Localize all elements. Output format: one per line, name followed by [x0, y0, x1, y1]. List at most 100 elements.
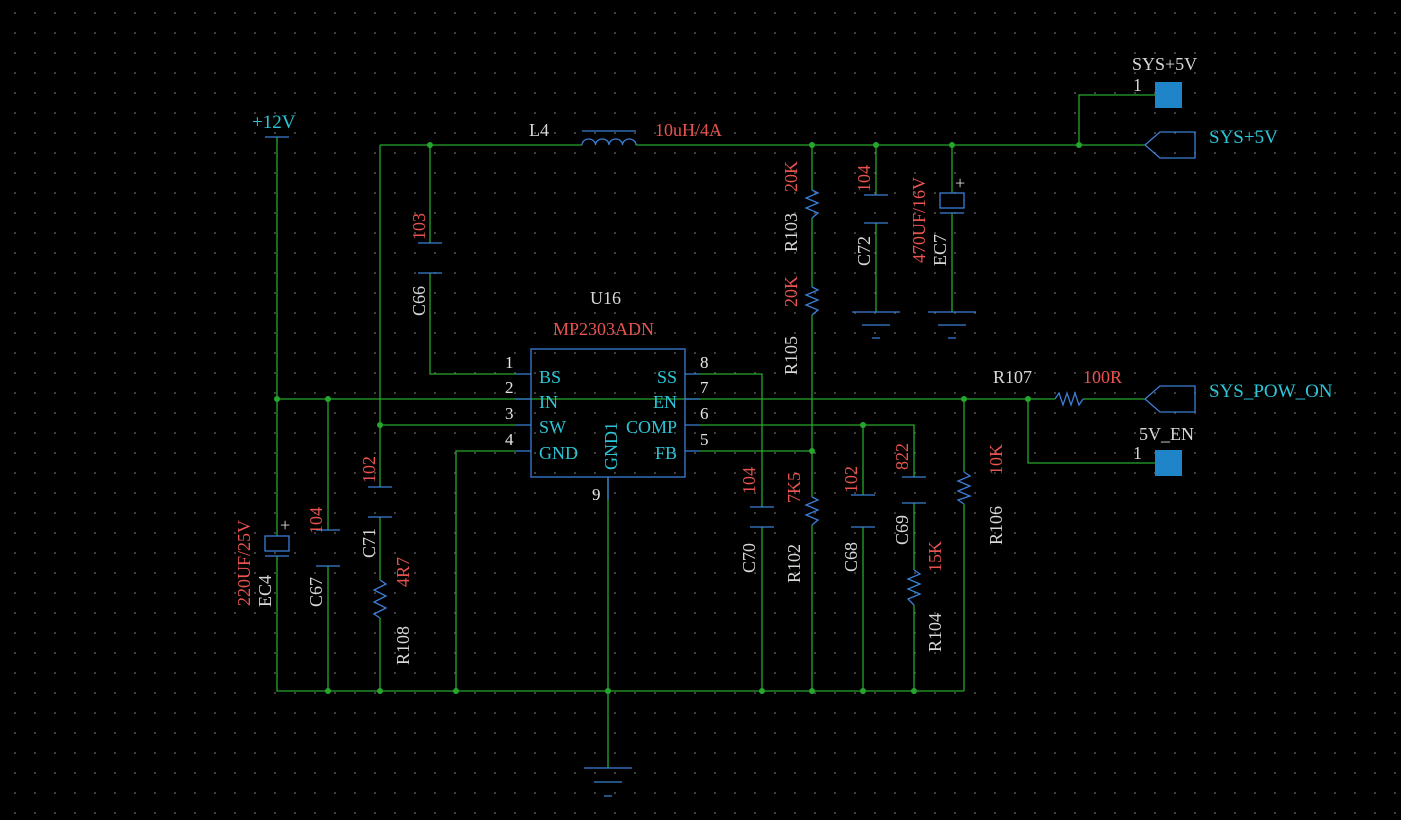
c67-designator: C67 [306, 577, 326, 607]
ic-pin8-number: 8 [700, 353, 709, 372]
ground-symbol-c72 [852, 311, 900, 339]
r102-designator: R102 [784, 544, 804, 583]
ec7-designator: EC7 [930, 234, 950, 266]
ic-pin8-name: SS [657, 367, 677, 387]
ic-pin1-name: BS [539, 367, 561, 387]
ic-pin9-number: 9 [592, 485, 601, 504]
ec7-plus: + [955, 173, 965, 193]
ic-pin3-name: SW [539, 417, 566, 437]
net-label-sys5v: SYS+5V [1209, 127, 1278, 148]
c70-value: 104 [739, 467, 759, 494]
r104-designator: R104 [925, 613, 945, 652]
c70-designator: C70 [739, 543, 759, 573]
r108-value: 4R7 [393, 557, 413, 587]
ic-u16-designator: U16 [590, 288, 621, 308]
ic-pin5-number: 5 [700, 430, 709, 449]
ic-pin2-number: 2 [505, 378, 514, 397]
ic-pin5-name: FB [655, 443, 677, 463]
resistor-r103[interactable] [804, 189, 820, 219]
capacitor-c71[interactable] [368, 486, 392, 518]
ic-pin4-number: 4 [505, 430, 514, 449]
capacitor-c69[interactable] [902, 476, 926, 504]
resistor-r107[interactable] [1054, 390, 1084, 408]
c72-value: 104 [854, 165, 874, 192]
r103-value: 20K [781, 161, 801, 192]
capacitor-c70[interactable] [750, 506, 774, 528]
r108-designator: R108 [393, 626, 413, 665]
header-sys5v-pin: 1 [1133, 75, 1142, 95]
r107-value: 100R [1083, 367, 1122, 387]
r106-value: 10K [986, 444, 1006, 475]
r105-designator: R105 [781, 336, 801, 375]
ic-pin9-name: GND1 [601, 422, 621, 470]
wire-12v-rail [276, 137, 1145, 536]
header-pad-sys5v[interactable] [1155, 82, 1182, 108]
header-sys5v-label: SYS+5V [1132, 54, 1197, 74]
ic-pin7-name: EN [653, 392, 677, 412]
l4-value: 10uH/4A [655, 120, 722, 140]
ec4-designator: EC4 [255, 575, 275, 607]
net-label-sys-pow-on: SYS_POW_ON [1209, 381, 1333, 402]
resistor-r105[interactable] [804, 286, 820, 316]
ic-pin3-number: 3 [505, 404, 514, 423]
ec4-plus: + [280, 515, 290, 535]
resistor-r108[interactable] [372, 579, 388, 619]
wires [276, 94, 1155, 768]
c68-designator: C68 [841, 542, 861, 572]
ground-symbol-ec7 [928, 311, 976, 339]
resistor-r104[interactable] [906, 569, 922, 606]
r105-value: 20K [781, 276, 801, 307]
r104-value: 15K [925, 541, 945, 572]
ic-pin6-number: 6 [700, 404, 709, 423]
ic-u16-part: MP2303ADN [553, 319, 654, 339]
ec7-value: 470UF/16V [909, 177, 929, 263]
c71-value: 102 [359, 456, 379, 483]
c66-value: 103 [409, 213, 429, 240]
wire-gnd-pin4 [455, 450, 515, 691]
junctions [274, 142, 1082, 694]
l4-designator: L4 [529, 120, 549, 140]
port-sys-pow-on[interactable] [1144, 385, 1196, 413]
capacitor-c67[interactable] [316, 529, 340, 567]
wire-ss [700, 373, 763, 507]
capacitor-ec4[interactable] [264, 535, 290, 557]
ic-pin2-name: IN [539, 392, 558, 412]
wire-gnd-bus [276, 556, 964, 692]
header-pad-5v-en[interactable] [1155, 450, 1182, 476]
capacitor-c66[interactable] [418, 242, 442, 274]
ic-pin1-number: 1 [505, 353, 514, 372]
ic-pin4-name: GND [539, 443, 578, 463]
header-5v-en-label: 5V_EN [1139, 424, 1194, 444]
r107-designator: R107 [993, 367, 1032, 387]
wire-en-header [1027, 399, 1155, 464]
ec4-value: 220UF/25V [234, 520, 254, 606]
c69-value: 822 [892, 443, 912, 470]
wire-comp [700, 424, 915, 495]
r103-designator: R103 [781, 213, 801, 252]
net-label-12v: +12V [252, 112, 296, 133]
c72-designator: C72 [854, 236, 874, 266]
capacitor-c72[interactable] [864, 194, 888, 224]
ic-pin7-number: 7 [700, 378, 709, 397]
ic-u16[interactable]: 1 2 3 4 8 7 6 5 9 BS IN SW GND SS EN COM… [505, 348, 709, 504]
inductor-l4[interactable] [581, 130, 637, 146]
c71-designator: C71 [359, 528, 379, 558]
capacitor-ec7[interactable] [939, 192, 965, 214]
ic-pin6-name: COMP [626, 417, 677, 437]
capacitor-c68[interactable] [851, 494, 875, 528]
wire-c66 [429, 145, 515, 375]
resistor-r102[interactable] [804, 496, 820, 526]
c68-value: 102 [841, 466, 861, 493]
header-5v-en-pin: 1 [1133, 443, 1142, 463]
c69-designator: C69 [892, 515, 912, 545]
r102-value: 7K5 [784, 472, 804, 503]
wire-sys5v-header [1078, 94, 1155, 145]
c67-value: 104 [306, 507, 326, 534]
c66-designator: C66 [409, 286, 429, 316]
ground-symbol-main [584, 767, 632, 797]
resistor-r106[interactable] [956, 471, 972, 505]
port-sys5v[interactable] [1144, 131, 1196, 159]
r106-designator: R106 [986, 506, 1006, 545]
